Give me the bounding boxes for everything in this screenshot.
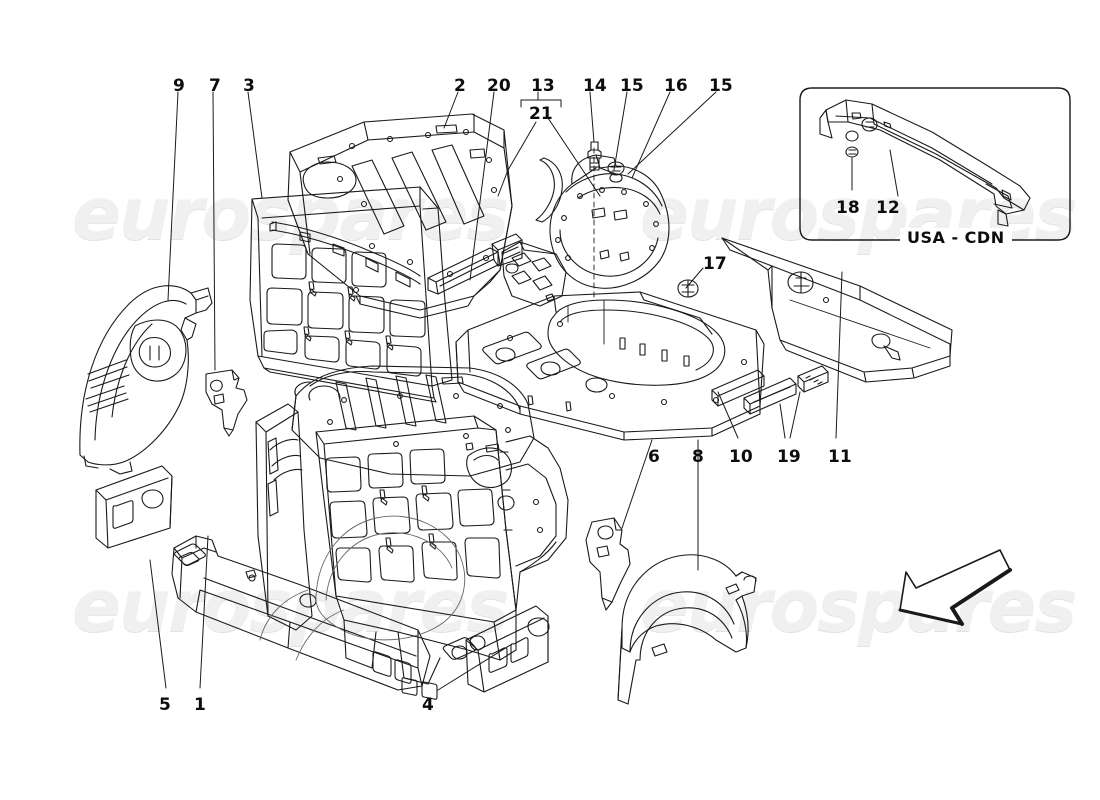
part-2-rear-floor-upper (287, 113, 513, 319)
part-8-wheelhouse-right (617, 554, 757, 705)
part-6-bracket-right (585, 517, 631, 611)
part-5-reinf-plate-upper (95, 465, 173, 549)
part-bracket-cluster (501, 241, 567, 307)
part-21-seal-strip (535, 157, 563, 223)
callout-19: 19 (777, 447, 801, 467)
part-7-bracket-left (205, 369, 248, 437)
part-11-side-closing-panel (721, 237, 953, 383)
callout-21: 21 (529, 104, 553, 124)
part-20-reinforcement-rail (427, 233, 523, 295)
part-3-bulkhead-panel (249, 186, 453, 403)
callout-13: 13 (531, 76, 555, 96)
part-13-spare-wheel-well (549, 147, 670, 301)
callout-2: 2 (454, 76, 466, 96)
part-1-lower-crossmember (171, 535, 431, 691)
callout-16: 16 (664, 76, 688, 96)
callout-5: 5 (159, 695, 171, 715)
callout-11: 11 (828, 447, 852, 467)
part-14-bolt (587, 141, 602, 171)
callout-10: 10 (729, 447, 753, 467)
watermark-text: eurospares (72, 564, 509, 648)
callout-8: 8 (692, 447, 704, 467)
part-rear-floor-pan (455, 291, 765, 441)
callout-1: 1 (194, 695, 206, 715)
part-9-wheelhouse-left (79, 285, 213, 475)
leader-lines-mid (149, 267, 843, 691)
callout-9: 9 (173, 76, 185, 96)
direction-arrow (898, 549, 1012, 626)
callout-15-b: 15 (709, 76, 733, 96)
inset-caption-usa-cdn: USA - CDN (900, 228, 1012, 247)
callout-7: 7 (209, 76, 221, 96)
watermark-text: eurospares (640, 564, 1077, 648)
part-19-clip-strip (797, 365, 829, 393)
callout-17: 17 (703, 254, 727, 274)
callout-18: 18 (836, 198, 860, 218)
callout-20: 20 (487, 76, 511, 96)
part-17-grommet (677, 279, 699, 298)
callout-3: 3 (243, 76, 255, 96)
watermark-text: eurospares (72, 172, 509, 256)
part-16-washer (609, 173, 623, 183)
part-main-body-side-assembly (255, 365, 569, 700)
part-10-rail-stiffener (743, 377, 797, 415)
part-12-bumper-beam (819, 99, 1031, 227)
callout-12: 12 (876, 198, 900, 218)
callout-6: 6 (648, 447, 660, 467)
callout-15-a: 15 (620, 76, 644, 96)
callout-14: 14 (583, 76, 607, 96)
inset-box (799, 87, 1071, 241)
leader-lines-top (167, 91, 717, 371)
part-18-beam-fastener (845, 146, 899, 197)
callout-4: 4 (422, 695, 434, 715)
